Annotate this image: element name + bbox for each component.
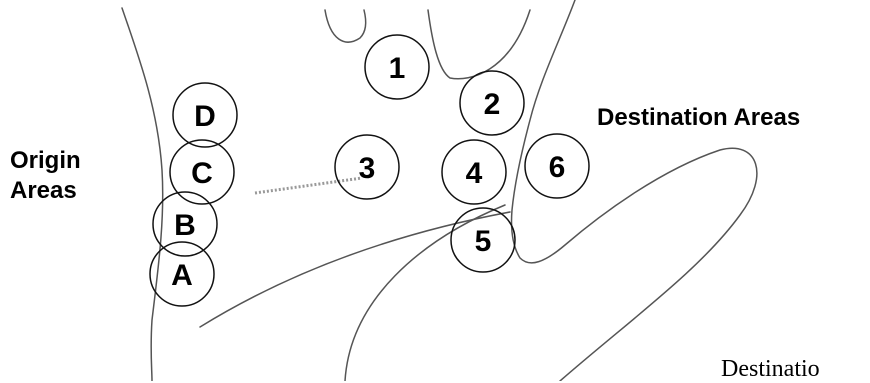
destination-area-2-circle [459, 70, 525, 136]
destination-area-5-label: 5 [475, 225, 492, 258]
origin-area-a-label: A [171, 259, 193, 292]
origin-areas-heading-line-2: Areas [10, 177, 77, 204]
origin-area-b-label: B [174, 209, 196, 242]
destination-area-3-label: 3 [359, 152, 376, 185]
destination-area-1-label: 1 [389, 52, 406, 85]
destination-area-4: 4 [441, 139, 507, 205]
destination-area-5: 5 [450, 207, 516, 273]
destination-area-2-label: 2 [484, 88, 501, 121]
destination-area-6-label: 6 [549, 151, 566, 184]
origin-area-c-circle [169, 139, 235, 205]
origin-area-d: D [172, 82, 238, 148]
hand-outline-thumb-crease [199, 211, 511, 328]
destination-area-6: 6 [524, 133, 590, 199]
destination-partial-label: Destinatio [721, 356, 820, 382]
hand-outline-palm-crease [344, 204, 506, 381]
hand-outline-left-edge [121, 7, 164, 381]
destination-area-3-circle [334, 134, 400, 200]
destination-area-1-circle [364, 34, 430, 100]
destination-area-3: 3 [334, 134, 400, 200]
hand-outline-finger-right [427, 9, 531, 80]
hand-outline-finger-left [324, 9, 367, 43]
origin-areas-heading: Origin Areas [10, 146, 81, 206]
destination-area-2: 2 [459, 70, 525, 136]
destination-area-6-circle [524, 133, 590, 199]
origin-area-c-label: C [191, 157, 213, 190]
destination-areas-heading: Destination Areas [597, 104, 801, 131]
origin-area-b-circle [152, 191, 218, 257]
origin-area-d-label: D [194, 100, 216, 133]
hand-outline [121, 0, 758, 381]
hand-outline-right-edge [510, 0, 758, 381]
origin-area-a: A [149, 241, 215, 307]
origin-area-c: C [169, 139, 235, 205]
destination-area-4-circle [441, 139, 507, 205]
destination-area-4-label: 4 [466, 157, 483, 190]
destination-area-1: 1 [364, 34, 430, 100]
origin-area-b: B [152, 191, 218, 257]
destination-area-5-circle [450, 207, 516, 273]
origin-area-a-circle [149, 241, 215, 307]
origin-area-d-circle [172, 82, 238, 148]
origin-areas-heading-line-1: Origin [10, 147, 81, 174]
